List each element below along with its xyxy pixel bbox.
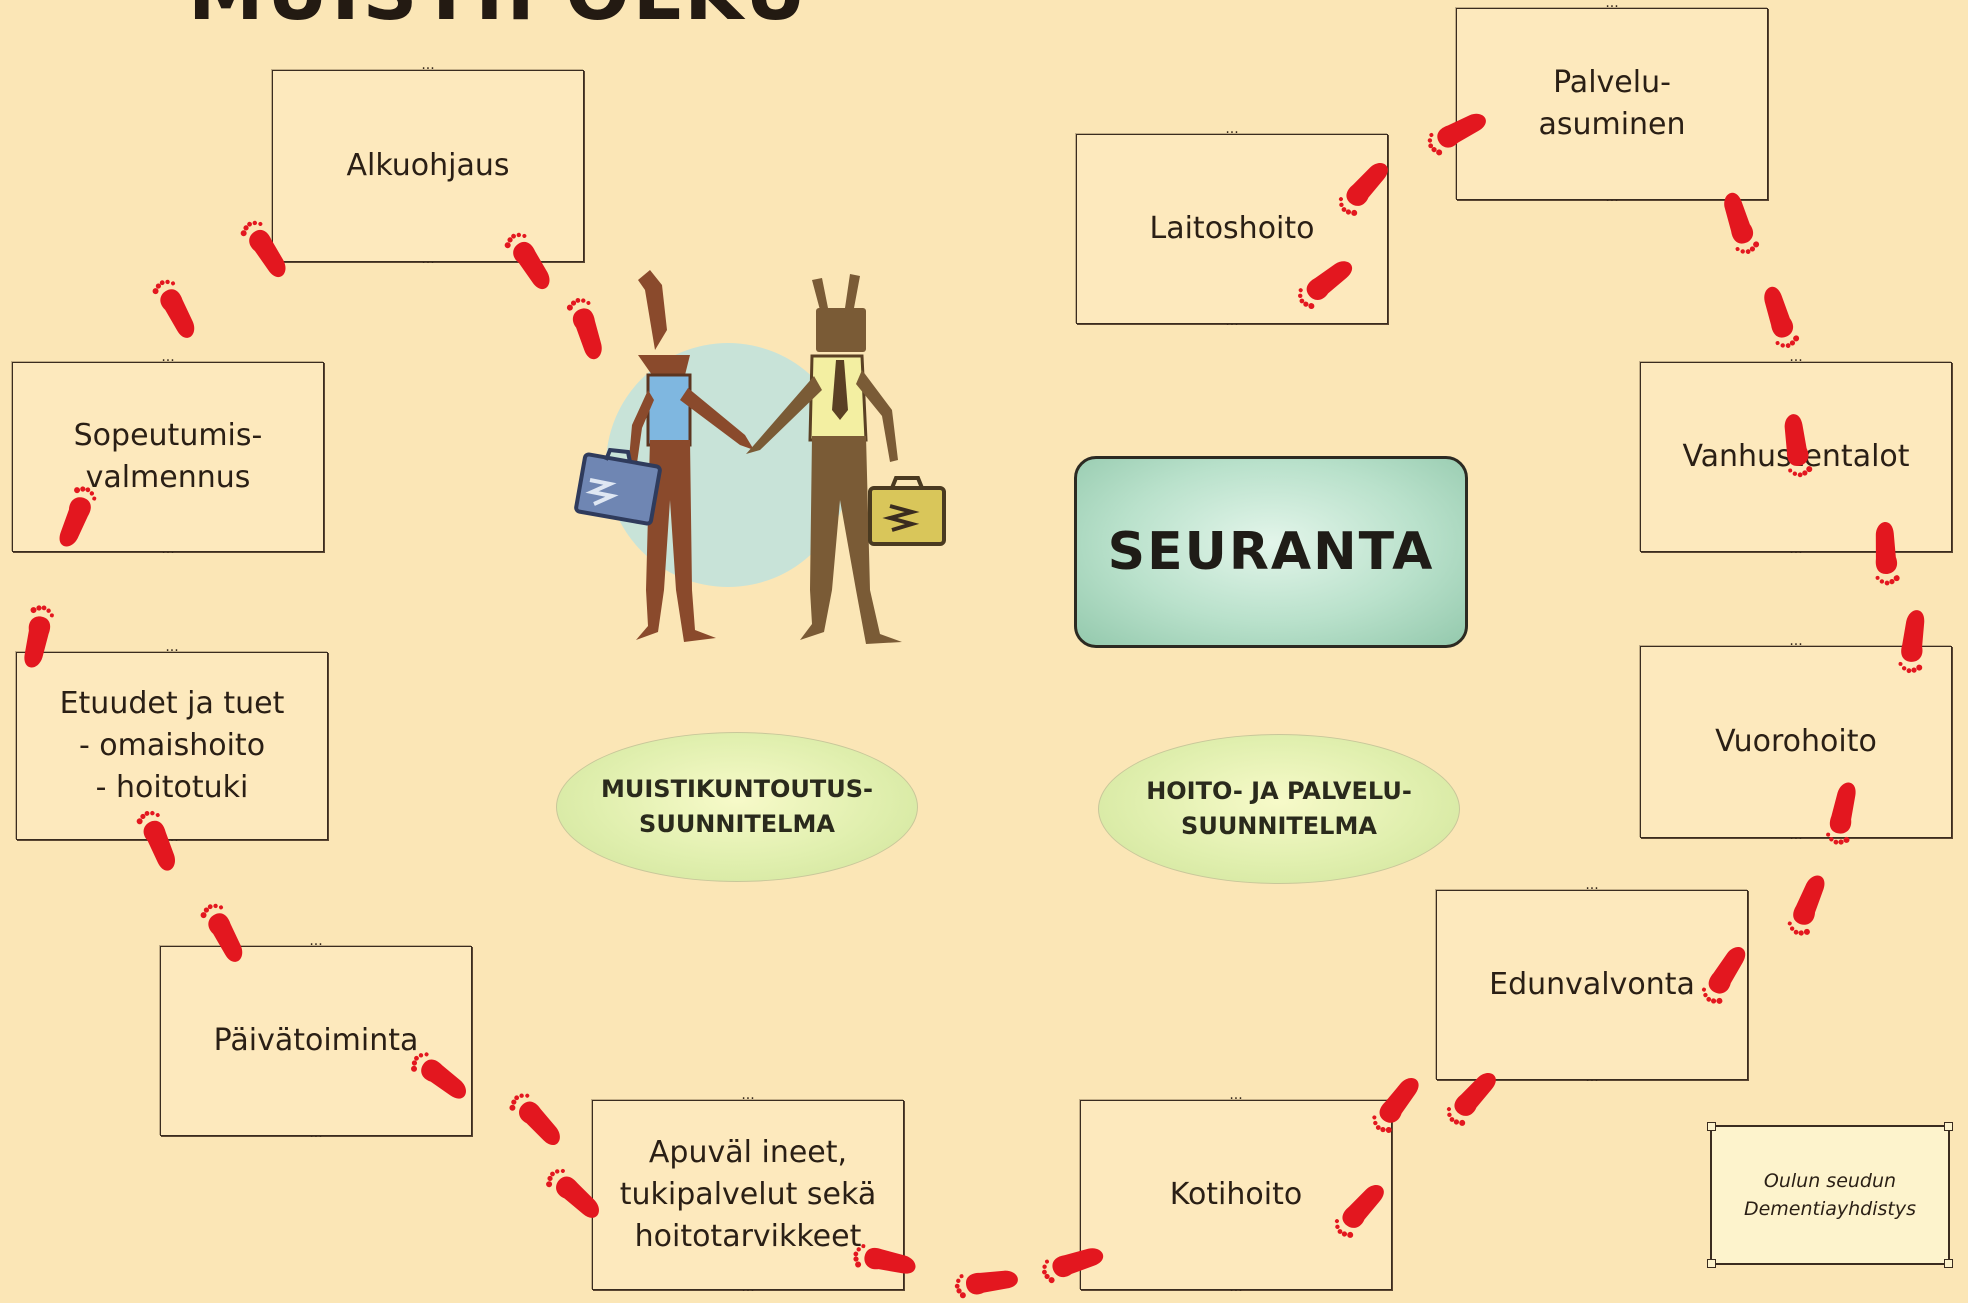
step-label: Sopeutumis- valmennus: [73, 418, 263, 495]
step-label: Laitoshoito: [1149, 211, 1315, 246]
resize-handle: [1707, 1259, 1716, 1268]
footprint-icon: [509, 1093, 560, 1146]
handshake-figures-illustration: [574, 270, 946, 644]
step-label: Päivätoiminta: [213, 1023, 419, 1058]
footprint-icon: [1787, 875, 1825, 936]
step-box-apuvalineet: Apuväl ineet, tukipalvelut sekä hoitotar…: [592, 1100, 904, 1290]
step-box-palveluasuminen: Palvelu- asuminen: [1456, 8, 1768, 200]
step-box-vuorohoito: Vuorohoito: [1640, 646, 1952, 838]
step-box-etuudet: Etuudet ja tuet - omaishoito - hoitotuki: [16, 652, 328, 840]
credit-text: Oulun seudun Dementiayhdistys: [1743, 1169, 1917, 1221]
step-label: Kotihoito: [1169, 1177, 1303, 1212]
page-title: MUISTIPOLKU: [188, 0, 809, 37]
seuranta-label: SEURANTA: [1074, 456, 1468, 648]
footprint-icon: [1764, 286, 1800, 348]
plan-oval-hoito-palvelu: HOITO- JA PALVELU- SUUNNITELMA: [1098, 734, 1460, 884]
footprint-icon: [954, 1270, 1018, 1299]
step-label: Etuudet ja tuet - omaishoito - hoitotuki: [59, 686, 285, 805]
resize-handle: [1944, 1259, 1953, 1268]
credit-box: Oulun seudun Dementiayhdistys: [1707, 1122, 1953, 1268]
step-box-paivatoiminta: Päivätoiminta: [160, 946, 472, 1136]
step-label: Vuorohoito: [1715, 724, 1877, 759]
step-label: Alkuohjaus: [346, 148, 510, 183]
step-box-kotihoito: Kotihoito: [1080, 1100, 1392, 1290]
plan-oval-muistikuntoutus: MUISTIKUNTOUTUS- SUUNNITELMA: [556, 732, 918, 882]
step-label: Edunvalvonta: [1489, 967, 1695, 1002]
step-box-edunvalvonta: Edunvalvonta: [1436, 890, 1748, 1080]
footprint-icon: [152, 279, 195, 338]
step-label: Apuväl ineet, tukipalvelut sekä hoitotar…: [619, 1135, 877, 1254]
step-box-alkuohjaus: Alkuohjaus: [272, 70, 584, 262]
step-label: Palvelu- asuminen: [1538, 65, 1686, 142]
step-box-vanhustentalot: Vanhustentalot: [1640, 362, 1952, 552]
resize-handle: [1707, 1122, 1716, 1131]
plan-label: HOITO- JA PALVELU- SUUNNITELMA: [1146, 777, 1412, 840]
step-box-sopeutumisvalmennus: Sopeutumis- valmennus: [12, 362, 324, 552]
resize-handle: [1944, 1122, 1953, 1131]
briefcase-icon: [868, 476, 946, 546]
briefcase-icon: [574, 447, 662, 526]
plan-label: MUISTIKUNTOUTUS- SUUNNITELMA: [600, 775, 873, 838]
step-box-laitoshoito: Laitoshoito: [1076, 134, 1388, 324]
step-label: Vanhustentalot: [1682, 439, 1910, 474]
